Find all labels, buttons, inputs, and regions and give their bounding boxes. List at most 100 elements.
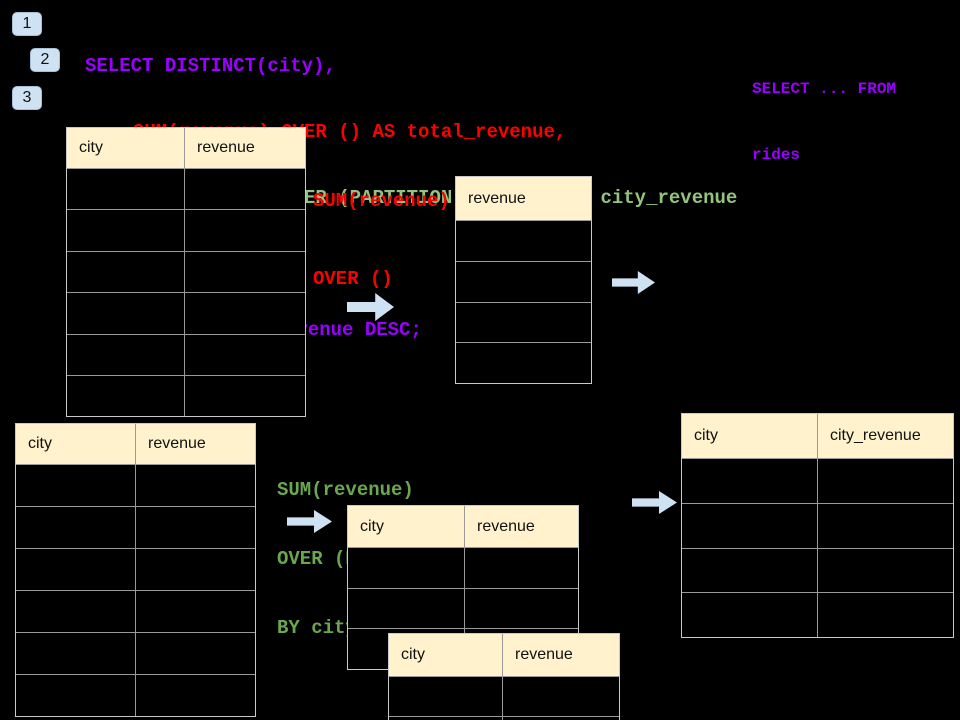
- table-row: [456, 220, 591, 261]
- table-cell: [67, 210, 185, 251]
- table-cell: [465, 589, 578, 629]
- table-cell: [456, 303, 591, 343]
- table-cell: [136, 633, 255, 674]
- table-row: [348, 547, 578, 588]
- table-cell: [136, 549, 255, 590]
- annotation-total-line-2: OVER (): [313, 268, 393, 290]
- column-header-revenue: revenue: [197, 139, 255, 156]
- table-cell: [67, 334, 185, 375]
- table-cell: [456, 262, 591, 302]
- table-cell: [185, 252, 305, 292]
- table-row: [67, 209, 305, 251]
- column-header-city-revenue: city_revenue: [830, 427, 921, 444]
- table-body: [456, 220, 591, 383]
- table-cell: [67, 375, 185, 417]
- table-body: [67, 168, 305, 417]
- table-rides-source-top: city revenue: [66, 127, 306, 418]
- table-row: [16, 590, 255, 632]
- table-row: [456, 342, 591, 383]
- table-cell: [185, 169, 305, 209]
- table-header-row: city revenue: [389, 634, 619, 676]
- table-cell: [16, 675, 136, 716]
- table-cell: [503, 677, 619, 716]
- table-cell: [348, 548, 465, 588]
- step-badge-1: 1: [12, 12, 42, 36]
- table-cell: [67, 293, 185, 334]
- table-cell: [389, 677, 503, 716]
- table-cell: [67, 251, 185, 293]
- table-cell: [389, 717, 503, 720]
- table-row: [16, 464, 255, 506]
- table-cell: [136, 675, 255, 716]
- column-header-city: city: [348, 506, 465, 547]
- table-cell: [682, 593, 818, 638]
- table-cell: [185, 335, 305, 375]
- table-cell: [818, 504, 953, 548]
- table-row: [682, 547, 953, 593]
- table-header-row: city revenue: [67, 128, 305, 168]
- table-cell: [16, 591, 136, 632]
- table-row: [67, 374, 305, 417]
- table-cell: [136, 591, 255, 632]
- column-header-revenue: revenue: [515, 646, 573, 663]
- table-body: [682, 458, 953, 638]
- table-row: [67, 292, 305, 334]
- table-row: [67, 250, 305, 293]
- table-cell: [16, 507, 136, 548]
- table-cell: [185, 210, 305, 250]
- table-cell: [682, 503, 818, 548]
- column-header-city: city: [16, 424, 136, 464]
- table-row: [16, 548, 255, 590]
- table-row: [67, 168, 305, 210]
- column-header-city: city: [67, 128, 185, 168]
- table-cell: [185, 376, 305, 416]
- table-cell: [465, 548, 578, 588]
- table-header-row: city revenue: [16, 424, 255, 464]
- table-row: [456, 301, 591, 343]
- column-header-revenue: revenue: [148, 435, 206, 452]
- table-cell: [682, 548, 818, 593]
- annotation-partition-line-1: SUM(revenue): [277, 479, 414, 501]
- table-row: [16, 632, 255, 674]
- step-badge-2: 2: [30, 48, 60, 72]
- table-city-revenue-result: city city_revenue: [681, 413, 954, 639]
- step-badge-3: 3: [12, 86, 42, 110]
- table-cell: [136, 507, 255, 548]
- table-cell: [16, 465, 136, 506]
- table-header-row: city city_revenue: [682, 414, 953, 458]
- table-cell: [818, 593, 953, 637]
- table-row: [682, 458, 953, 503]
- table-cell: [136, 465, 255, 506]
- table-cell: [16, 549, 136, 590]
- table-body: [389, 676, 619, 720]
- sql-line-select: SELECT DISTINCT(city),: [85, 55, 336, 77]
- table-row: [456, 260, 591, 302]
- column-header-revenue: revenue: [468, 189, 526, 207]
- side-note-line-1: SELECT ... FROM: [752, 80, 897, 98]
- arrow-right-icon: [632, 491, 677, 514]
- table-row: [389, 716, 619, 720]
- column-header-city: city: [682, 414, 818, 458]
- table-row: [682, 592, 953, 638]
- table-cell: [185, 293, 305, 333]
- select-from-rides-note: SELECT ... FROM rides: [752, 34, 896, 210]
- table-cell: [682, 459, 818, 503]
- table-cell: [456, 343, 591, 383]
- side-note-line-2: rides: [752, 146, 801, 164]
- table-rides-source-bottom: city revenue: [15, 423, 256, 717]
- table-total-revenue: revenue: [455, 176, 592, 385]
- table-cell: [818, 549, 953, 593]
- column-header-revenue: revenue: [477, 517, 535, 535]
- table-body: [16, 464, 255, 716]
- table-row: [682, 502, 953, 548]
- table-cell: [67, 169, 185, 210]
- table-cell: [456, 221, 591, 261]
- table-row: [16, 506, 255, 548]
- table-cell: [818, 459, 953, 503]
- table-header-row: revenue: [456, 177, 591, 220]
- table-cell: [16, 633, 136, 674]
- annotation-sum-over-all: SUM(revenue) OVER (): [313, 136, 450, 344]
- table-row: [67, 333, 305, 375]
- annotation-total-line-1: SUM(revenue): [313, 190, 450, 212]
